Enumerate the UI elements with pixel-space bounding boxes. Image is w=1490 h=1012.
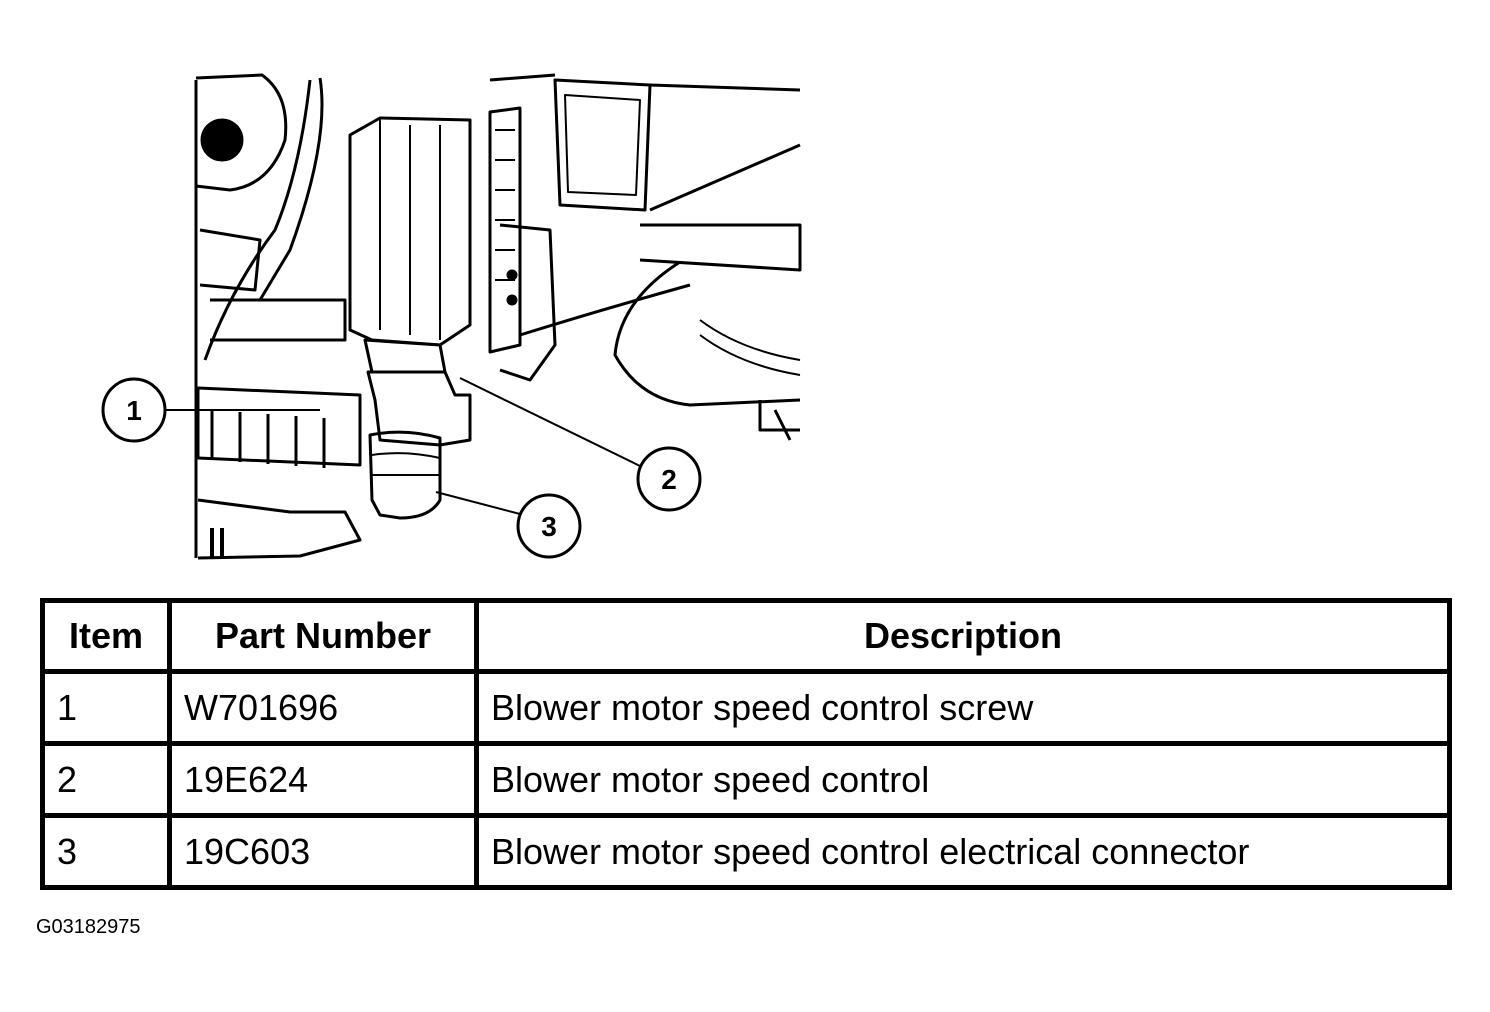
- cell-item: 1: [45, 674, 172, 747]
- speed-control-module: [488, 106, 522, 354]
- cell-part-number: W701696: [172, 674, 479, 747]
- table-header-row: Item Part Number Description: [45, 603, 1447, 674]
- blower-motor-illustration: 1 2 3: [101, 73, 802, 560]
- callout-leader-2: [459, 377, 641, 467]
- duct-box: [553, 78, 652, 212]
- callout-3-label: 3: [541, 511, 557, 542]
- callout-1-label: 1: [126, 395, 142, 426]
- figure-code: G03182975: [36, 916, 141, 938]
- motor-shaft-housing: [366, 370, 472, 447]
- cell-description: Blower motor speed control: [479, 746, 1447, 819]
- cell-item: 3: [45, 818, 172, 885]
- table-row: 3 19C603 Blower motor speed control elec…: [45, 818, 1447, 885]
- duct-panel: [639, 223, 802, 272]
- duct-diagonal: [649, 143, 801, 212]
- housing-strut: [199, 228, 262, 292]
- duct-top: [489, 73, 801, 92]
- blower-scroll: [613, 260, 801, 407]
- fan-wheel-outline: [195, 73, 288, 192]
- callout-leader-3: [435, 491, 521, 515]
- header-part-number: Part Number: [172, 603, 479, 674]
- callout-2-label: 2: [661, 464, 677, 495]
- callout-1: 1: [101, 377, 167, 443]
- callout-3: 3: [516, 493, 582, 559]
- speed-control-heatsink: [499, 223, 557, 382]
- motor-base: [363, 338, 447, 374]
- parts-table: Item Part Number Description 1 W701696 B…: [40, 598, 1452, 890]
- motor-cylinder: [348, 116, 472, 347]
- cell-item: 2: [45, 746, 172, 819]
- cell-part-number: 19E624: [172, 746, 479, 819]
- grille-frame: [196, 386, 362, 467]
- connector-body: [368, 430, 442, 520]
- table-row: 1 W701696 Blower motor speed control scr…: [45, 674, 1447, 747]
- housing-rail: [258, 77, 324, 301]
- callout-2: 2: [636, 446, 702, 512]
- table-row: 2 19E624 Blower motor speed control: [45, 746, 1447, 819]
- base-plate: [197, 498, 362, 560]
- header-description: Description: [479, 603, 1447, 674]
- cell-description: Blower motor speed control screw: [479, 674, 1447, 747]
- cell-description: Blower motor speed control electrical co…: [491, 830, 1250, 872]
- cell-part-number: 19C603: [172, 818, 479, 885]
- housing-bar: [210, 298, 347, 342]
- header-item: Item: [45, 603, 172, 674]
- fan-hub: [200, 118, 244, 162]
- wire-harness: [519, 283, 691, 337]
- housing-curve: [203, 79, 312, 361]
